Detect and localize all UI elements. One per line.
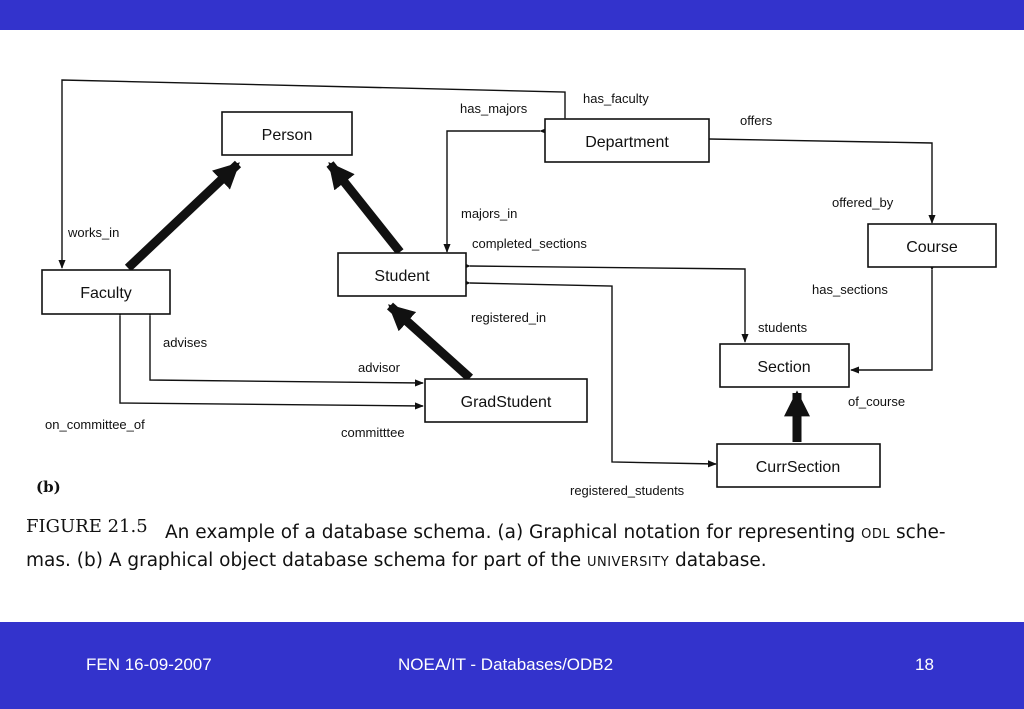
footer-course: NOEA/IT - Databases/ODB2: [398, 655, 614, 674]
entity-gradstudent-label: GradStudent: [461, 394, 552, 411]
label-students: students: [758, 320, 808, 335]
schema-diagram: Person Department Course Faculty Student…: [26, 79, 997, 571]
entity-course-label: Course: [906, 239, 958, 256]
label-of-course: of_course: [848, 394, 905, 409]
label-works-in: works_in: [67, 225, 119, 240]
link-committee: [116, 307, 424, 410]
caption-line-1: An example of a database schema. (a) Gra…: [165, 522, 946, 543]
label-registered-students: registered_students: [570, 483, 685, 498]
label-advisor: advisor: [358, 360, 401, 375]
inherit-faculty-person: [124, 160, 242, 272]
label-committee: committtee: [341, 425, 405, 440]
label-majors-in: majors_in: [461, 206, 517, 221]
entity-section-label: Section: [757, 359, 810, 376]
label-has-faculty: has_faculty: [583, 91, 649, 106]
figure-label: FIGURE 21.5: [26, 516, 148, 537]
link-works-in: [58, 79, 569, 269]
entity-faculty-label: Faculty: [80, 285, 132, 302]
entity-student-label: Student: [374, 268, 430, 285]
label-has-majors: has_majors: [460, 101, 528, 116]
link-completed-sections: [461, 262, 749, 343]
subfigure-label: (b): [36, 478, 61, 496]
footer-page-number: 18: [915, 655, 934, 674]
entity-department-label: Department: [585, 134, 669, 151]
entity-person: Person: [221, 111, 353, 156]
label-offered-by: offered_by: [832, 195, 894, 210]
label-offers: offers: [740, 113, 773, 128]
entity-gradstudent: GradStudent: [424, 378, 588, 423]
entity-course: Course: [867, 223, 997, 268]
entity-person-label: Person: [262, 127, 313, 144]
entity-currsection-label: CurrSection: [756, 459, 840, 476]
link-registered-in: [461, 279, 717, 468]
link-offers: [700, 135, 936, 224]
entity-department: Department: [544, 118, 710, 163]
inherit-student-person: [326, 161, 404, 255]
inherit-gradstudent-student: [386, 302, 474, 382]
link-majors-in: [443, 127, 549, 253]
label-completed-sections: completed_sections: [472, 236, 587, 251]
top-bar: [0, 0, 1024, 30]
footer-bar: FEN 16-09-2007 NOEA/IT - Databases/ODB2 …: [0, 622, 1024, 709]
footer-date: FEN 16-09-2007: [86, 655, 212, 674]
label-advises: advises: [163, 335, 208, 350]
link-has-sections: [850, 261, 936, 374]
entity-student: Student: [337, 252, 467, 297]
label-on-committee-of: on_committee_of: [45, 417, 145, 432]
label-registered-in: registered_in: [471, 310, 546, 325]
entity-currsection: CurrSection: [716, 443, 881, 488]
entity-section: Section: [719, 343, 850, 388]
entity-faculty: Faculty: [41, 269, 171, 315]
caption-line-2: mas. (b) A graphical object database sch…: [26, 550, 767, 571]
label-has-sections: has_sections: [812, 282, 888, 297]
